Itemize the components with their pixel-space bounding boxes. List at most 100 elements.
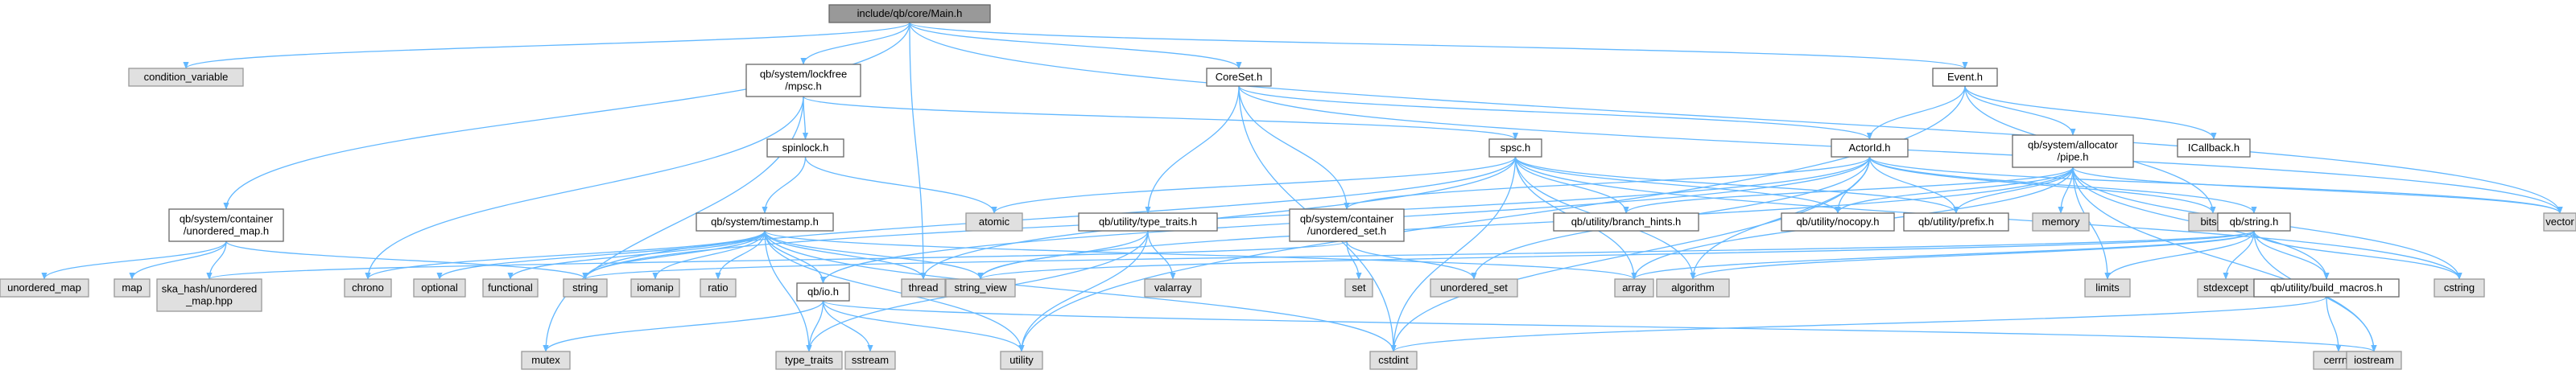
node-box [796,282,850,302]
node-unordered_set[interactable]: unordered_set [1430,278,1518,298]
node-spsc[interactable]: spsc.h [1488,138,1542,158]
edge-qbio-to-mutex [543,300,824,352]
edge-spsc-to-prefix [1514,156,1959,214]
node-label: cstdint [1378,354,1409,366]
edge-timestamp-to-string_view [764,230,984,280]
node-label: /unordered_map.h [184,225,269,237]
node-box [965,212,1023,232]
node-label: iomanip [637,282,674,294]
node-string[interactable]: string [563,278,608,298]
node-nocopy[interactable]: qb/utility/nocopy.h [1781,212,1895,232]
edge-qbio-to-type_traits [806,300,824,352]
node-memory[interactable]: memory [2032,212,2090,232]
node-atomic[interactable]: atomic [965,212,1023,232]
node-actorid[interactable]: ActorId.h [1831,138,1909,158]
edge-timestamp-to-type_traits [764,230,812,352]
edge-typetraits_h-to-utility [1018,230,1149,352]
edge-qbstring-to-string [582,230,2255,280]
node-label: spsc.h [1501,142,1531,154]
node-box [1932,68,1998,87]
node-label: _map.hpp [185,295,233,307]
edge-mpsc-to-spsc [803,96,1518,140]
node-limits[interactable]: limits [2084,278,2131,298]
node-array[interactable]: array [1614,278,1654,298]
node-box [745,64,861,97]
node-ska[interactable]: ska_hash/unordered_map.hpp [156,278,262,312]
node-sstream[interactable]: sstream [844,351,896,370]
node-label: qb/io.h [807,286,839,298]
node-typetraits_h[interactable]: qb/utility/type_traits.h [1078,212,1218,232]
edge-allocpipe-to-branchhints [1623,166,2074,214]
node-label: ActorId.h [1848,142,1890,154]
edge-timestamp-to-optional [436,230,766,280]
node-box [1206,68,1272,87]
edge-timestamp-to-chrono [365,230,766,280]
node-unordered_map[interactable]: unordered_map [0,278,89,298]
node-set[interactable]: set [1344,278,1373,298]
node-label: qb/utility/build_macros.h [2270,282,2382,294]
node-algorithm[interactable]: algorithm [1656,278,1730,298]
node-event[interactable]: Event.h [1932,68,1998,87]
node-box [1614,278,1654,298]
node-box [700,278,737,298]
node-label: set [1352,282,1366,294]
node-mpsc[interactable]: qb/system/lockfree/mpsc.h [745,64,861,97]
node-thread[interactable]: thread [901,278,946,298]
node-box [2177,138,2251,158]
edge-buildmacros-to-cstdint [1390,296,2327,352]
node-map[interactable]: map [114,278,151,298]
node-iostream[interactable]: iostream [2346,351,2402,370]
node-stdexcept[interactable]: stdexcept [2197,278,2255,298]
node-label: limits [2095,282,2120,294]
node-unordmap_h[interactable]: qb/system/container/unordered_map.h [168,208,284,242]
node-branchhints[interactable]: qb/utility/branch_hints.h [1553,212,1699,232]
node-cstdint[interactable]: cstdint [1369,351,1418,370]
edge-unordset_h-to-unordered_set [1346,240,1477,280]
node-box [1144,278,1202,298]
node-iomanip[interactable]: iomanip [630,278,680,298]
node-unordset_h[interactable]: qb/system/container/unordered_set.h [1289,208,1405,242]
node-type_traits[interactable]: type_traits [775,351,843,370]
node-qbstring[interactable]: qb/string.h [2217,212,2291,232]
node-main[interactable]: include/qb/core/Main.h [828,4,991,23]
edge-qbstring-to-stdexcept [2223,230,2255,280]
node-valarray[interactable]: valarray [1144,278,1202,298]
node-string_view[interactable]: string_view [945,278,1016,298]
edge-typetraits_h-to-valarray [1147,230,1176,280]
edge-main-to-thread [909,22,927,280]
node-box [2032,212,2090,232]
node-label: qb/system/container [180,213,274,225]
node-prefix[interactable]: qb/utility/prefix.h [1903,212,2009,232]
node-mutex[interactable]: mutex [521,351,571,370]
node-vector[interactable]: vector [2543,212,2576,232]
edge-timestamp-to-thread [764,230,927,280]
node-optional[interactable]: optional [413,278,466,298]
node-condvar[interactable]: condition_variable [128,68,244,87]
node-chrono[interactable]: chrono [344,278,392,298]
node-label: qb/utility/prefix.h [1918,216,1994,228]
node-timestamp[interactable]: qb/system/timestamp.h [696,212,834,232]
edge-allocpipe-to-limits [2072,166,2111,280]
node-coreset[interactable]: CoreSet.h [1206,68,1272,87]
node-label: sstream [852,354,889,366]
node-qbio[interactable]: qb/io.h [796,282,850,302]
node-box [413,278,466,298]
node-box [775,351,843,370]
node-label: qb/system/allocator [2028,139,2119,151]
node-box [1344,278,1373,298]
node-buildmacros[interactable]: qb/utility/build_macros.h [2253,278,2400,298]
edge-timestamp-to-array [764,230,1637,280]
node-icallback[interactable]: ICallback.h [2177,138,2251,158]
node-box [168,208,284,242]
node-box [128,68,244,87]
node-allocpipe[interactable]: qb/system/allocator/pipe.h [2012,134,2134,168]
node-utility[interactable]: utility [1000,351,1043,370]
node-cstring[interactable]: cstring [2434,278,2485,298]
node-box [945,278,1016,298]
node-label: array [1622,282,1646,294]
node-functional[interactable]: functional [482,278,539,298]
node-label: cstring [2444,282,2475,294]
edge-qbstring-to-buildmacros [2253,230,2330,280]
node-spinlock[interactable]: spinlock.h [766,138,844,158]
node-ratio[interactable]: ratio [700,278,737,298]
